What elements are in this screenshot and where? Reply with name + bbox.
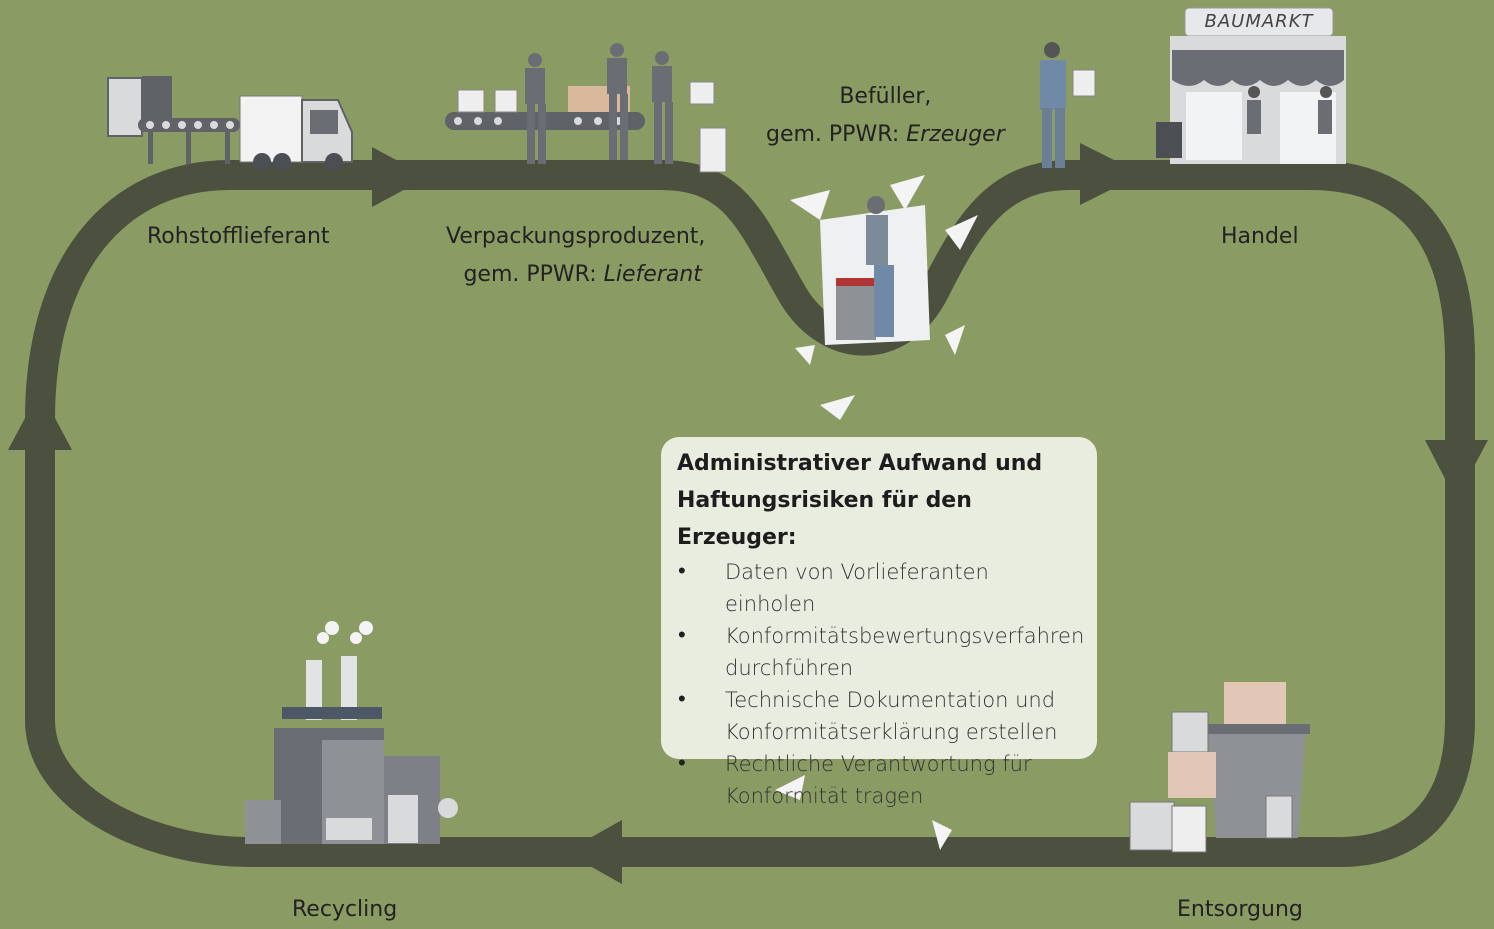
erzeuger-info-box: Administrativer Aufwand und Haftungsrisi… — [661, 437, 1097, 808]
verpackung-ppwr-prefix: gem. PPWR: — [463, 262, 604, 287]
arrowhead-to-verpackung — [372, 147, 428, 207]
obligations-list: Daten von Vorlieferanten einholen Konfor… — [677, 556, 1084, 812]
arrowhead-to-handel — [1080, 143, 1142, 205]
obligation-item: Daten von Vorlieferanten einholen — [677, 556, 1083, 620]
verpackung-role: Lieferant — [603, 262, 702, 287]
obligation-item: Rechtliche Verantwortung für Konformität… — [677, 748, 1083, 812]
verpackung-line-1: Verpackungsproduzent, — [446, 224, 706, 249]
label-recycling: Recycling — [292, 897, 398, 922]
rohstoff-illustration — [107, 76, 353, 171]
befueller-ppwr-prefix: gem. PPWR: — [766, 122, 907, 147]
info-box-title: Administrativer Aufwand und Haftungsrisi… — [677, 445, 1083, 556]
obligation-item: Konformitätsbewertungsverfahren durchfüh… — [677, 620, 1084, 684]
label-handel: Handel — [1221, 224, 1299, 249]
handel-worker — [1040, 42, 1096, 168]
befueller-role: Erzeuger — [906, 122, 1005, 147]
label-verpackungsproduzent: Verpackungsproduzent, gem. PPWR: Liefera… — [446, 218, 705, 294]
entsorgung-illustration — [1129, 682, 1310, 853]
label-entsorgung: Entsorgung — [1177, 897, 1303, 922]
arrowhead-to-entsorgung — [1425, 440, 1488, 500]
store-building — [1156, 7, 1346, 164]
befueller-line-1: Befüller, — [839, 84, 932, 109]
befueller-illustration — [775, 175, 978, 850]
verpackung-line-2: gem. PPWR: Lieferant — [460, 256, 705, 294]
arrowhead-to-recycling — [565, 820, 622, 884]
verpackung-illustration — [445, 43, 727, 173]
label-befueller: Befüller, gem. PPWR: Erzeuger — [766, 78, 1005, 154]
obligation-item: Technische Dokumentation und Konformität… — [677, 684, 1083, 748]
label-rohstofflieferant: Rohstofflieferant — [147, 224, 330, 249]
befueller-line-2: gem. PPWR: Erzeuger — [766, 116, 1005, 154]
store-sign: BAUMARKT — [1204, 11, 1314, 32]
info-title-line-2: Haftungsrisiken für den Erzeuger: — [677, 488, 972, 550]
recycling-factory — [245, 621, 458, 844]
info-title-line-1: Administrativer Aufwand und — [677, 451, 1043, 476]
arrowhead-to-rohstoff — [8, 390, 72, 450]
